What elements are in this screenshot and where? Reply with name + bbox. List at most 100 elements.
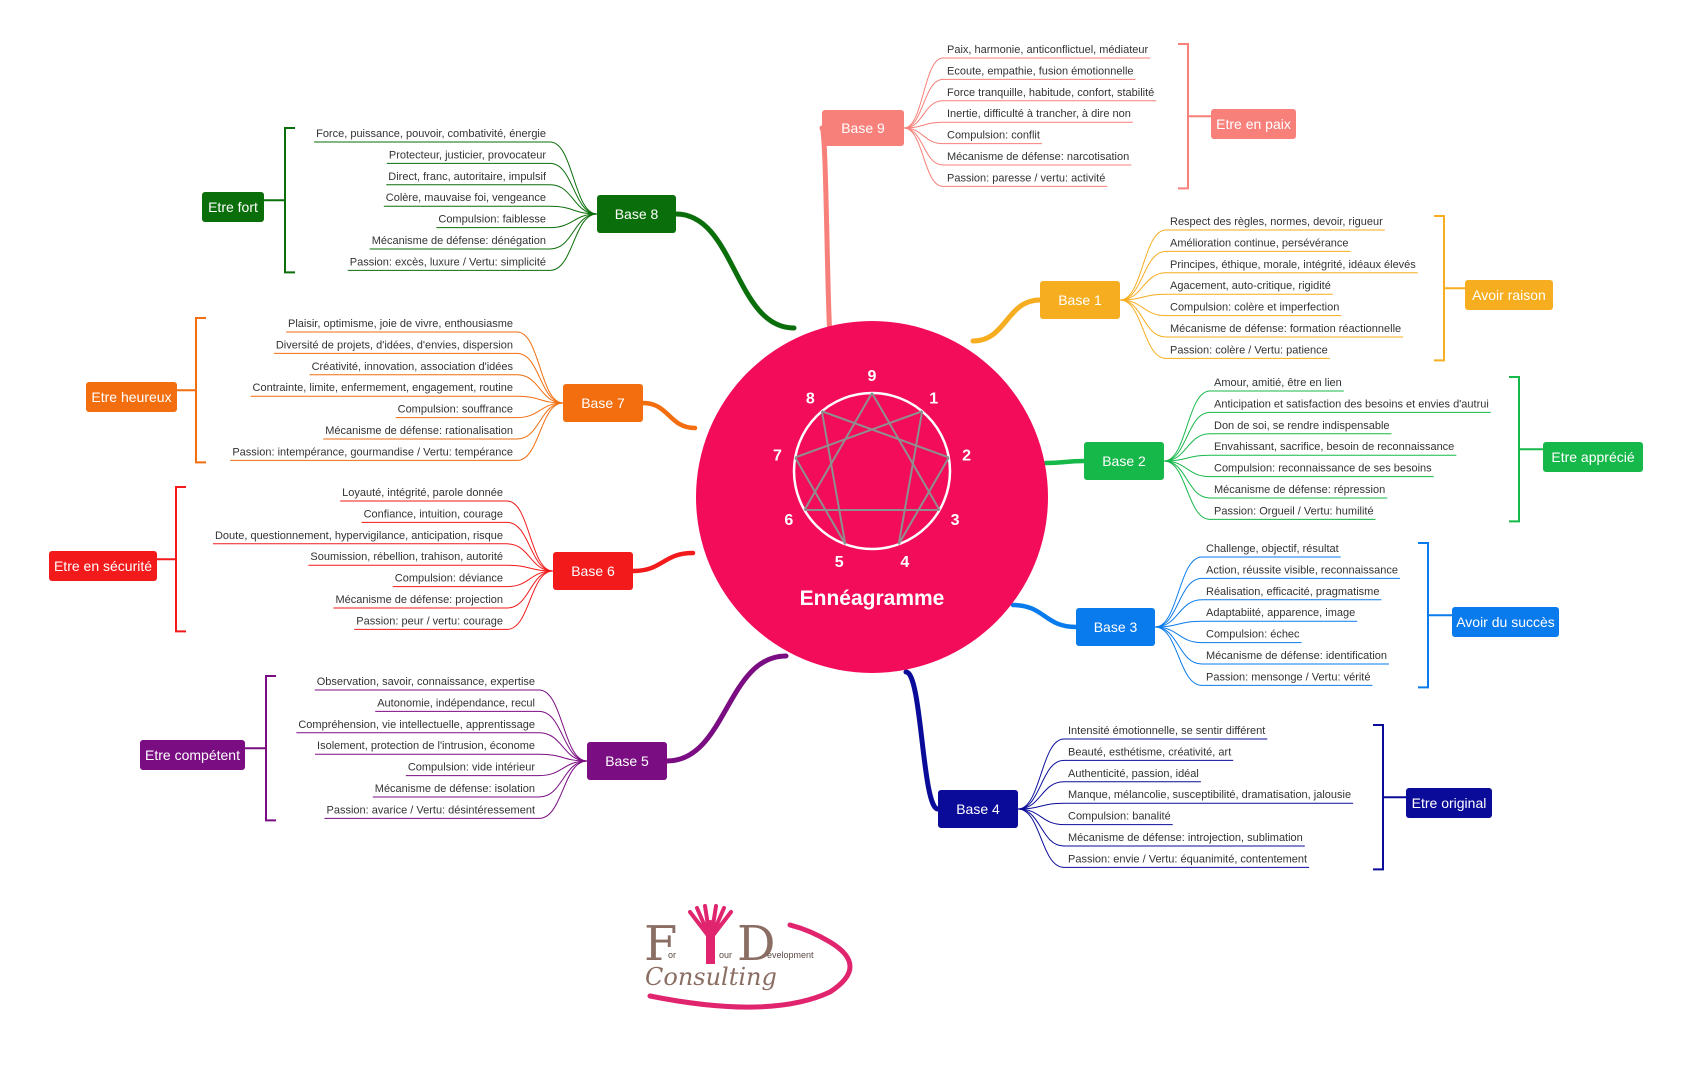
base-b9-node[interactable]: Base 9 bbox=[822, 110, 904, 146]
trait-item: Mécanisme de défense: formation réaction… bbox=[1170, 323, 1401, 335]
base-b7-node[interactable]: Base 7 bbox=[563, 384, 643, 422]
trait-item: Direct, franc, autoritaire, impulsif bbox=[388, 171, 547, 183]
connector-line bbox=[1010, 602, 1079, 630]
goal-box bbox=[1543, 442, 1643, 472]
trait-connector bbox=[549, 213, 598, 271]
goal-label: Etre en sécurité bbox=[54, 558, 152, 574]
branch-b1: Base 1 Respect des règles, normes, devoir… bbox=[1040, 215, 1553, 362]
connector-line bbox=[673, 211, 797, 331]
goal-b8-node[interactable]: Etre fort bbox=[202, 192, 264, 222]
trait-item: Passion: paresse / vertu: activité bbox=[947, 172, 1105, 184]
trait-connector bbox=[1163, 433, 1211, 462]
goal-b5-node[interactable]: Etre compétent bbox=[140, 740, 245, 770]
trait-item: Anticipation et satisfaction des besoins… bbox=[1214, 398, 1489, 410]
trait-connector bbox=[549, 141, 598, 215]
central-title: Ennéagramme bbox=[800, 587, 945, 610]
trait-item: Compulsion: conflit bbox=[947, 130, 1040, 142]
trait-connector bbox=[538, 710, 588, 762]
goal-b7-node[interactable]: Etre heureux bbox=[86, 382, 177, 412]
trait-connector bbox=[1163, 411, 1211, 462]
trait-item: Compulsion: banalité bbox=[1068, 811, 1171, 823]
base-b3-node[interactable]: Base 3 bbox=[1076, 608, 1155, 646]
bracket bbox=[1178, 43, 1189, 190]
trait-connector bbox=[1154, 577, 1203, 628]
base-box bbox=[1076, 608, 1155, 646]
logo-tree-icon bbox=[688, 904, 733, 964]
trait-connector bbox=[549, 162, 598, 215]
trait-connector bbox=[1154, 599, 1203, 628]
trait-connector bbox=[516, 331, 564, 404]
enneagram-number: 8 bbox=[806, 390, 815, 407]
connector-line bbox=[819, 125, 835, 355]
enneagram-number: 7 bbox=[773, 447, 782, 464]
goal-box bbox=[1452, 607, 1559, 637]
central-circle bbox=[696, 321, 1048, 673]
logo-letter-y-small: our bbox=[719, 950, 732, 960]
connector-line bbox=[970, 297, 1043, 344]
branch-b9: Base 9 Paix, harmonie, anticonflictuel, m… bbox=[822, 43, 1296, 190]
goal-label: Etre compétent bbox=[145, 747, 240, 763]
bracket bbox=[1373, 724, 1384, 871]
enneagram-number: 1 bbox=[929, 390, 938, 407]
trait-item: Mécanisme de défense: introjection, subl… bbox=[1068, 832, 1303, 844]
goal-box bbox=[1211, 109, 1296, 139]
goal-b9-node[interactable]: Etre en paix bbox=[1211, 109, 1296, 139]
branches: Base 9 Paix, harmonie, anticonflictuel, m… bbox=[49, 43, 1643, 871]
base-b2-node[interactable]: Base 2 bbox=[1084, 442, 1164, 480]
base-b5-node[interactable]: Base 5 bbox=[587, 742, 667, 780]
logo-letter-f-small: or bbox=[668, 950, 676, 960]
trait-item: Compulsion: échec bbox=[1206, 629, 1300, 641]
goal-b2-node[interactable]: Etre apprécié bbox=[1543, 442, 1643, 472]
base-b6-node[interactable]: Base 6 bbox=[553, 552, 633, 590]
trait-connector bbox=[516, 402, 564, 440]
base-box bbox=[938, 790, 1018, 828]
goal-box bbox=[49, 551, 157, 581]
base-b4-node[interactable]: Base 4 bbox=[938, 790, 1018, 828]
trait-connector bbox=[516, 402, 564, 461]
enneagram-number: 3 bbox=[951, 512, 960, 529]
trait-item: Respect des règles, normes, devoir, rigu… bbox=[1170, 216, 1383, 228]
goal-box bbox=[1406, 788, 1492, 818]
goal-b6-node[interactable]: Etre en sécurité bbox=[49, 551, 157, 581]
goal-label: Etre heureux bbox=[91, 389, 171, 405]
trait-connector bbox=[1119, 272, 1167, 301]
bracket bbox=[284, 127, 295, 274]
goal-box bbox=[86, 382, 177, 412]
base-b8-node[interactable]: Base 8 bbox=[597, 195, 676, 233]
base-label: Base 3 bbox=[1094, 619, 1138, 635]
trait-connector bbox=[1017, 759, 1065, 810]
trait-connector bbox=[903, 127, 944, 166]
trait-connector bbox=[1154, 626, 1203, 686]
trait-item: Mécanisme de défense: identification bbox=[1206, 650, 1387, 662]
trait-item: Paix, harmonie, anticonflictuel, médiate… bbox=[947, 44, 1148, 56]
logo-swoosh bbox=[647, 922, 853, 1010]
goal-b3-node[interactable]: Avoir du succès bbox=[1452, 607, 1559, 637]
goal-b1-node[interactable]: Avoir raison bbox=[1465, 280, 1553, 310]
trait-connector bbox=[903, 78, 944, 129]
base-box bbox=[822, 110, 904, 146]
trait-item: Mécanisme de défense: isolation bbox=[375, 783, 535, 795]
bracket bbox=[195, 317, 206, 464]
base-box bbox=[1084, 442, 1164, 480]
trait-item: Compulsion: souffrance bbox=[398, 404, 513, 416]
base-box bbox=[597, 195, 676, 233]
trait-item: Mécanisme de défense: projection bbox=[335, 594, 503, 606]
trait-connector bbox=[516, 374, 564, 404]
trait-connector bbox=[1154, 626, 1203, 665]
trait-item: Passion: peur / vertu: courage bbox=[356, 615, 503, 627]
trait-item: Doute, questionnement, hypervigilance, a… bbox=[215, 530, 503, 542]
trait-item: Manque, mélancolie, susceptibilité, dram… bbox=[1068, 789, 1351, 801]
trait-item: Compulsion: déviance bbox=[395, 573, 503, 585]
goal-box bbox=[202, 192, 264, 222]
trait-item: Beauté, esthétisme, créativité, art bbox=[1068, 746, 1231, 758]
base-b1-node[interactable]: Base 1 bbox=[1040, 281, 1120, 319]
goal-b4-node[interactable]: Etre original bbox=[1406, 788, 1492, 818]
bracket bbox=[175, 486, 186, 633]
trait-item: Contrainte, limite, enfermement, engagem… bbox=[253, 382, 513, 394]
trait-connector bbox=[538, 689, 588, 762]
goal-label: Avoir raison bbox=[1472, 287, 1546, 303]
